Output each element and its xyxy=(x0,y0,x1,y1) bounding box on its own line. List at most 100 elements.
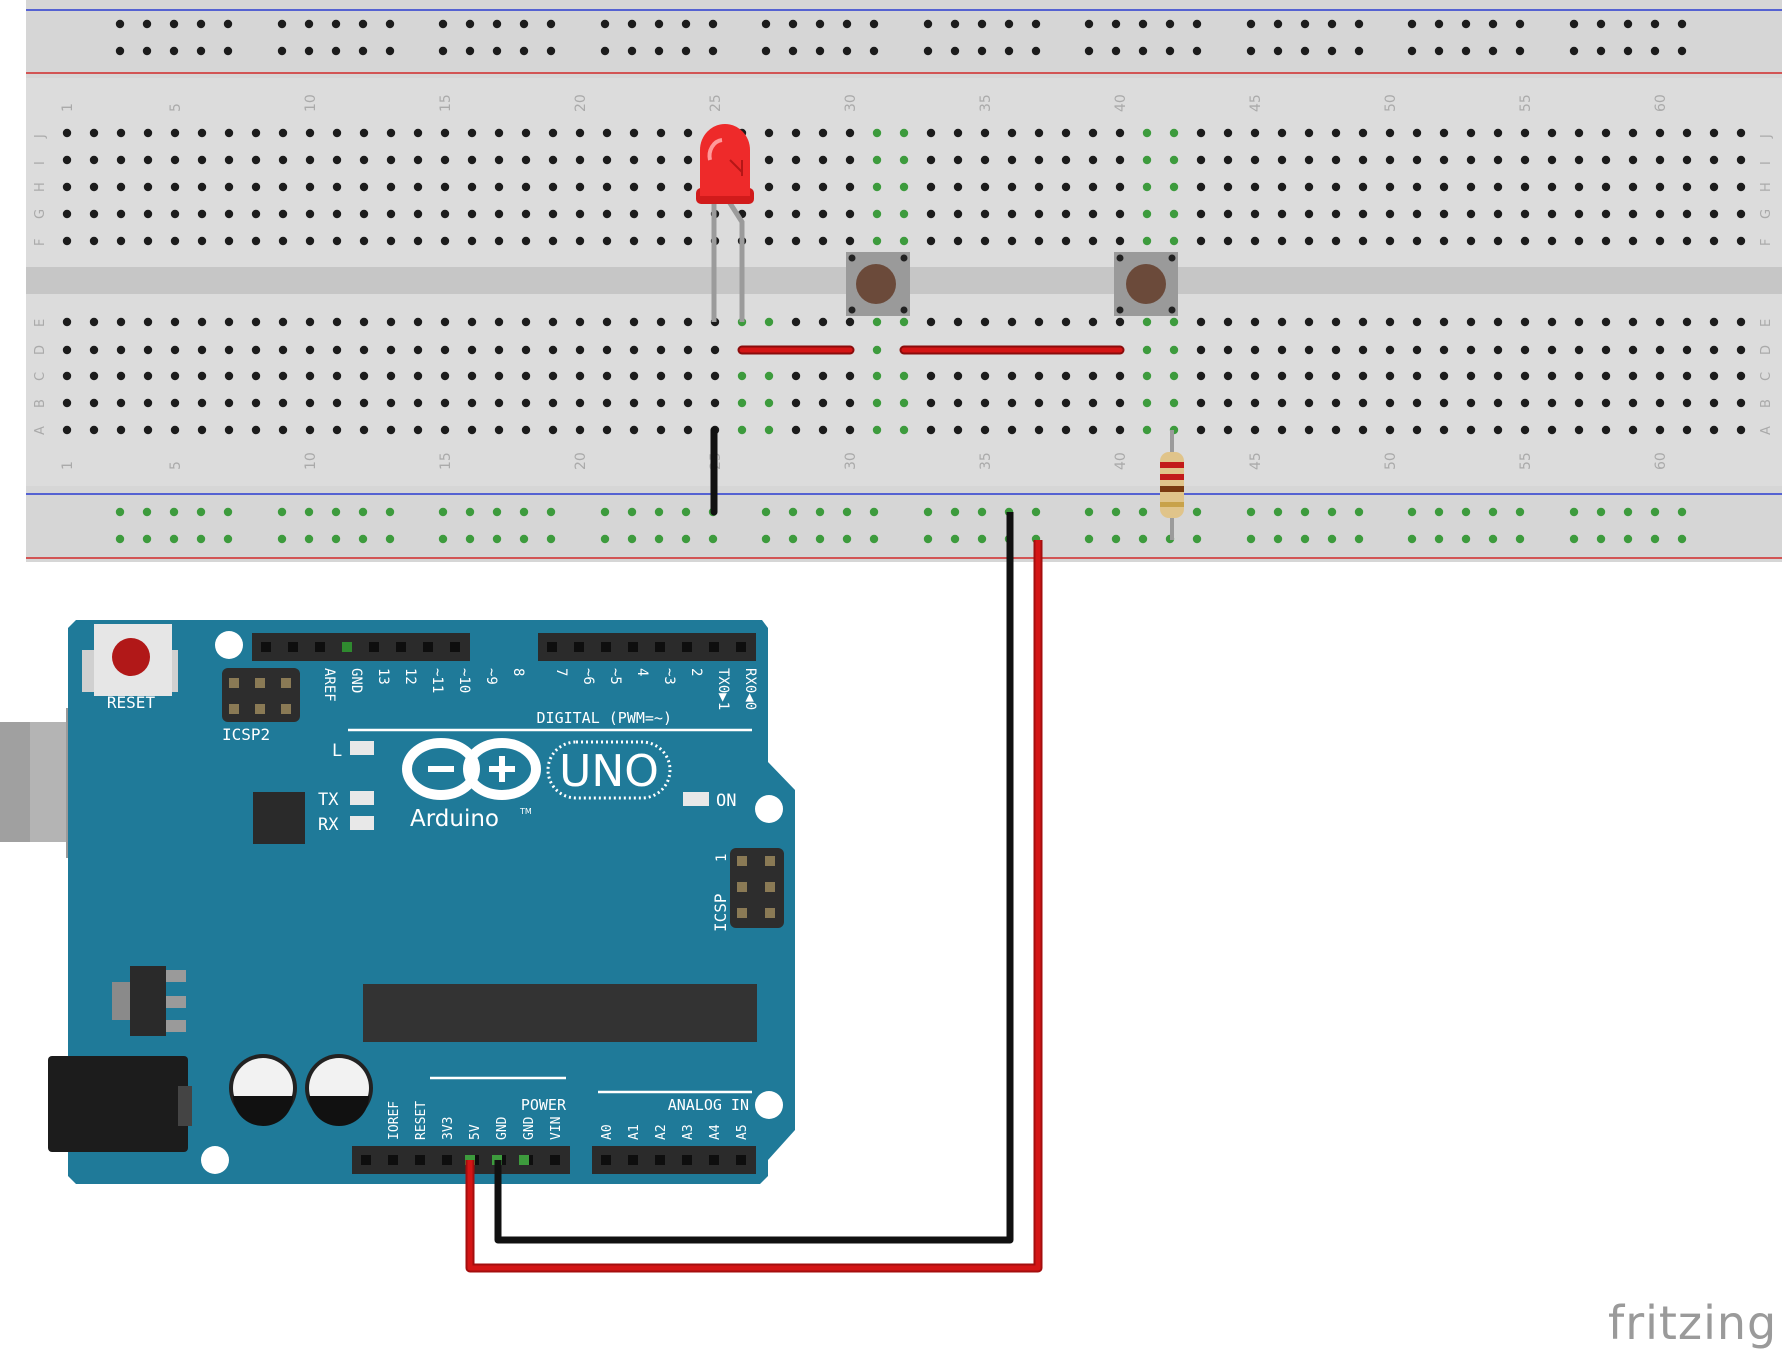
breadboard-hole xyxy=(1520,182,1530,192)
breadboard-hole xyxy=(1088,182,1098,192)
breadboard-hole xyxy=(764,398,774,408)
breadboard-hole xyxy=(197,317,207,327)
rail-hole xyxy=(1138,507,1148,517)
rail-hole xyxy=(304,534,314,544)
breadboard-hole xyxy=(845,182,855,192)
breadboard-hole xyxy=(1601,345,1611,355)
column-number: 55 xyxy=(1518,94,1534,112)
breadboard-hole xyxy=(305,236,315,246)
minus-glyph xyxy=(428,766,454,772)
column-number: 1 xyxy=(60,103,76,112)
breadboard-hole xyxy=(872,182,882,192)
breadboard-hole xyxy=(1304,398,1314,408)
trademark: TM xyxy=(519,807,532,816)
rail-hole xyxy=(681,19,691,29)
rail-hole xyxy=(1004,19,1014,29)
rail-hole xyxy=(923,46,933,56)
breadboard-hole xyxy=(359,236,369,246)
rail-hole xyxy=(654,46,664,56)
breadboard-hole xyxy=(116,371,126,381)
resistor[interactable] xyxy=(1160,430,1184,540)
breadboard-hole xyxy=(548,182,558,192)
rail-hole xyxy=(1273,19,1283,29)
breadboard-hole xyxy=(548,425,558,435)
breadboard-hole xyxy=(980,425,990,435)
breadboard-hole xyxy=(1331,371,1341,381)
breadboard-hole xyxy=(818,182,828,192)
breadboard-hole xyxy=(656,425,666,435)
breadboard-hole xyxy=(683,371,693,381)
rail-hole xyxy=(761,534,771,544)
push-button[interactable] xyxy=(1114,252,1178,316)
breadboard-hole xyxy=(683,398,693,408)
breadboard-hole xyxy=(1736,155,1746,165)
rail-hole xyxy=(1192,534,1202,544)
breadboard-hole xyxy=(980,155,990,165)
rail-hole xyxy=(385,19,395,29)
breadboard-hole xyxy=(872,317,882,327)
breadboard-hole xyxy=(872,155,882,165)
digital-label: DIGITAL (PWM=~) xyxy=(537,709,672,727)
rail-hole xyxy=(1084,19,1094,29)
breadboard-hole xyxy=(1196,398,1206,408)
reset-button[interactable] xyxy=(82,624,178,696)
breadboard-hole xyxy=(1547,128,1557,138)
breadboard-hole xyxy=(1088,398,1098,408)
breadboard-hole xyxy=(521,236,531,246)
breadboard-hole xyxy=(1196,182,1206,192)
breadboard-hole xyxy=(1331,345,1341,355)
column-number: 25 xyxy=(708,94,724,112)
rail-hole xyxy=(815,19,825,29)
breadboard-hole xyxy=(1088,155,1098,165)
breadboard-hole xyxy=(1115,128,1125,138)
breadboard-hole xyxy=(1277,398,1287,408)
rail-hole xyxy=(465,507,475,517)
rail-hole xyxy=(923,534,933,544)
header-pin xyxy=(450,642,460,652)
breadboard-hole xyxy=(494,425,504,435)
breadboard-hole xyxy=(764,317,774,327)
breadboard-hole xyxy=(575,371,585,381)
breadboard-hole xyxy=(116,398,126,408)
breadboard-hole xyxy=(1547,317,1557,327)
breadboard-hole xyxy=(305,398,315,408)
header-pin xyxy=(288,642,298,652)
rail-hole xyxy=(708,19,718,29)
reset-label: RESET xyxy=(107,693,156,712)
breadboard-hole xyxy=(1331,398,1341,408)
breadboard-hole xyxy=(359,128,369,138)
breadboard-hole xyxy=(116,345,126,355)
breadboard-hole xyxy=(1412,425,1422,435)
breadboard-hole xyxy=(1682,128,1692,138)
breadboard-hole xyxy=(1412,371,1422,381)
breadboard-hole xyxy=(1520,425,1530,435)
led-red[interactable] xyxy=(696,124,754,322)
header-pin xyxy=(342,642,352,652)
breadboard-hole xyxy=(1034,155,1044,165)
breadboard-hole xyxy=(1196,345,1206,355)
row-letter: G xyxy=(1759,209,1774,219)
breadboard-hole xyxy=(1466,236,1476,246)
rail-hole xyxy=(1165,19,1175,29)
breadboard-hole xyxy=(305,371,315,381)
breadboard-hole xyxy=(1223,317,1233,327)
column-number: 10 xyxy=(303,452,319,470)
breadboard-hole xyxy=(1358,371,1368,381)
breadboard-hole xyxy=(1655,128,1665,138)
breadboard-hole xyxy=(170,317,180,327)
rail-hole xyxy=(1084,534,1094,544)
push-button[interactable] xyxy=(846,252,910,316)
wire-gnd-to-breadboard[interactable] xyxy=(494,512,1014,1244)
rail-hole xyxy=(1165,46,1175,56)
rail-hole xyxy=(950,534,960,544)
rail-hole xyxy=(304,19,314,29)
breadboard-hole xyxy=(926,236,936,246)
breadboard-hole xyxy=(1709,371,1719,381)
breadboard-hole xyxy=(1385,209,1395,219)
breadboard-hole xyxy=(629,317,639,327)
breadboard-hole xyxy=(1007,209,1017,219)
row-letter: D xyxy=(1759,345,1774,355)
breadboard-hole xyxy=(1223,182,1233,192)
analog-pin-label: A3 xyxy=(681,1124,696,1140)
